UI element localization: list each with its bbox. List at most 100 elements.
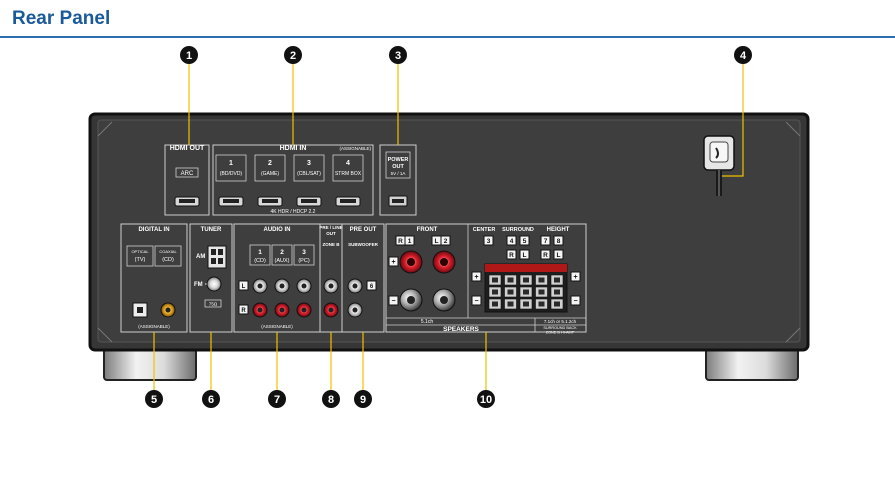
callout-marker (477, 390, 495, 408)
pre-line-out-line2: OUT (326, 231, 336, 236)
callout-marker (354, 390, 372, 408)
fm-antenna-port[interactable] (206, 276, 222, 292)
pre-out-label: PRE OUT (350, 227, 377, 233)
pre-line-out-section: PRE / LINE OUT ZONE B (319, 225, 343, 318)
page-title: Rear Panel (12, 8, 111, 29)
height-note: 7.1ch or 5.1.2ch (544, 319, 577, 324)
callout-marker (145, 390, 163, 408)
audio-in-name: (PC) (298, 258, 309, 264)
hdmi-footnote: 4K HDR / HDCP 2.2 (271, 209, 316, 215)
callout-number: 6 (208, 394, 214, 406)
hdmi-in-assignable: (ASSIGNABLE) (339, 146, 371, 151)
callout-number: 1 (186, 50, 192, 62)
callout-marker (734, 46, 752, 64)
hdmi-in-number: 4 (346, 160, 350, 167)
pre-line-out-line1: PRE / LINE (319, 225, 342, 230)
terminal-minus-left: − (474, 298, 478, 305)
terminal-plus-right: + (573, 274, 577, 281)
hdmi-in-name: (BD/DVD) (220, 171, 243, 177)
am-label: AM (196, 254, 205, 260)
optical-label: OPTICAL (131, 249, 149, 254)
speakers-label: SPEAKERS (443, 326, 479, 333)
hdmi-in-number: 2 (268, 160, 272, 167)
fm-label: FM (194, 282, 203, 288)
feet (103, 345, 799, 381)
hdmi-in-name: STRM BOX (335, 171, 362, 177)
audio-in-assignable: (ASSIGNABLE) (261, 324, 293, 329)
terminal-plus-left: + (474, 274, 478, 281)
callout-marker (389, 46, 407, 64)
hdmi-in-section: HDMI IN (ASSIGNABLE) 1(BD/DVD)2(GAME)3(C… (212, 144, 374, 216)
callout-marker (202, 390, 220, 408)
callout-number: 10 (480, 394, 492, 406)
center-label: CENTER (473, 227, 496, 233)
am-antenna-terminal[interactable] (207, 245, 227, 269)
height-r-label: R (543, 252, 548, 259)
center-channel: 3 (487, 238, 491, 245)
front-l-channel: 2 (444, 238, 448, 245)
coaxial-name: (CD) (162, 257, 174, 263)
height-label: HEIGHT (547, 227, 570, 233)
chassis (88, 112, 810, 352)
coaxial-label: COAXIAL (159, 249, 177, 254)
callout-marker (322, 390, 340, 408)
height-channel-r: 7 (544, 238, 548, 245)
tuner-label: TUNER (201, 227, 222, 233)
callout-marker (180, 46, 198, 64)
hdmi-in-number: 1 (229, 160, 233, 167)
callout-marker (268, 390, 286, 408)
subwoofer-label: SUBWOOFER (348, 242, 378, 247)
audio-in-label: AUDIO IN (264, 227, 291, 233)
hdmi-out-label: HDMI OUT (170, 145, 205, 152)
front-r-label: R (398, 238, 403, 245)
tuner-section: TUNER AM FM 75Ω (194, 227, 227, 308)
audio-in-number: 3 (302, 249, 306, 256)
fm-ohm-label: 75Ω (209, 302, 218, 307)
digital-in-section: DIGITAL IN OPTICAL (TV) COAXIAL (CD) (AS… (126, 227, 182, 329)
surround-channel-l: 5 (523, 238, 527, 245)
callout-number: 8 (328, 394, 334, 406)
hdmi-in-name: (GAME) (261, 171, 279, 177)
audio-left-label: L (242, 284, 246, 290)
speakers-section: FRONT R 1 L 2 + − CENTER SURROUND HEIGHT… (386, 224, 586, 335)
title-divider (0, 36, 895, 38)
audio-in-section: AUDIO IN 1(CD)2(AUX)3(PC) L R (ASSIGNABL… (238, 227, 315, 329)
surround-r-label: R (509, 252, 514, 259)
surround-channel-r: 4 (510, 238, 514, 245)
front-l-label: L (435, 238, 439, 245)
power-out-line2: OUT (392, 164, 404, 170)
callout-number: 3 (395, 50, 401, 62)
front-plus-label: + (391, 259, 395, 266)
surround-back-label: SURROUND BACK (543, 326, 577, 330)
callout-marker (284, 46, 302, 64)
leader-lines (153, 62, 744, 392)
audio-right-label: R (241, 308, 246, 314)
hdmi-in-name: (CBL/SAT) (297, 171, 321, 177)
audio-in-number: 2 (280, 249, 284, 256)
digital-in-label: DIGITAL IN (138, 227, 169, 233)
optical-name: (TV) (135, 257, 146, 263)
hdmi-out-section: HDMI OUT ARC (164, 144, 210, 216)
callout-number: 9 (360, 394, 366, 406)
callout-number: 2 (290, 50, 296, 62)
zone-b-label: ZONE B (322, 242, 340, 247)
callout-number: 5 (151, 394, 157, 406)
terminal-minus-right: − (573, 298, 577, 305)
subwoofer-channel: 6 (370, 284, 374, 290)
front-r-channel: 1 (408, 238, 412, 245)
digital-in-assignable: (ASSIGNABLE) (138, 324, 170, 329)
audio-in-name: (CD) (254, 258, 266, 264)
surround-label: SURROUND (502, 227, 534, 233)
power-out-rating: 5V / 1A (391, 171, 406, 176)
height-channel-l: 8 (557, 238, 561, 245)
front-minus-label: − (391, 298, 395, 305)
zone-b-hi-amp-label: ZONE B HI-AMP (546, 331, 575, 335)
arc-label: ARC (181, 171, 194, 177)
surround-l-label: L (523, 252, 527, 259)
callout-number: 4 (740, 50, 747, 62)
callouts: 1 2 3 4 5 6 7 8 9 10 (145, 46, 752, 408)
height-l-label: L (557, 252, 561, 259)
hdmi-in-number: 3 (307, 160, 311, 167)
power-cord (703, 135, 735, 196)
